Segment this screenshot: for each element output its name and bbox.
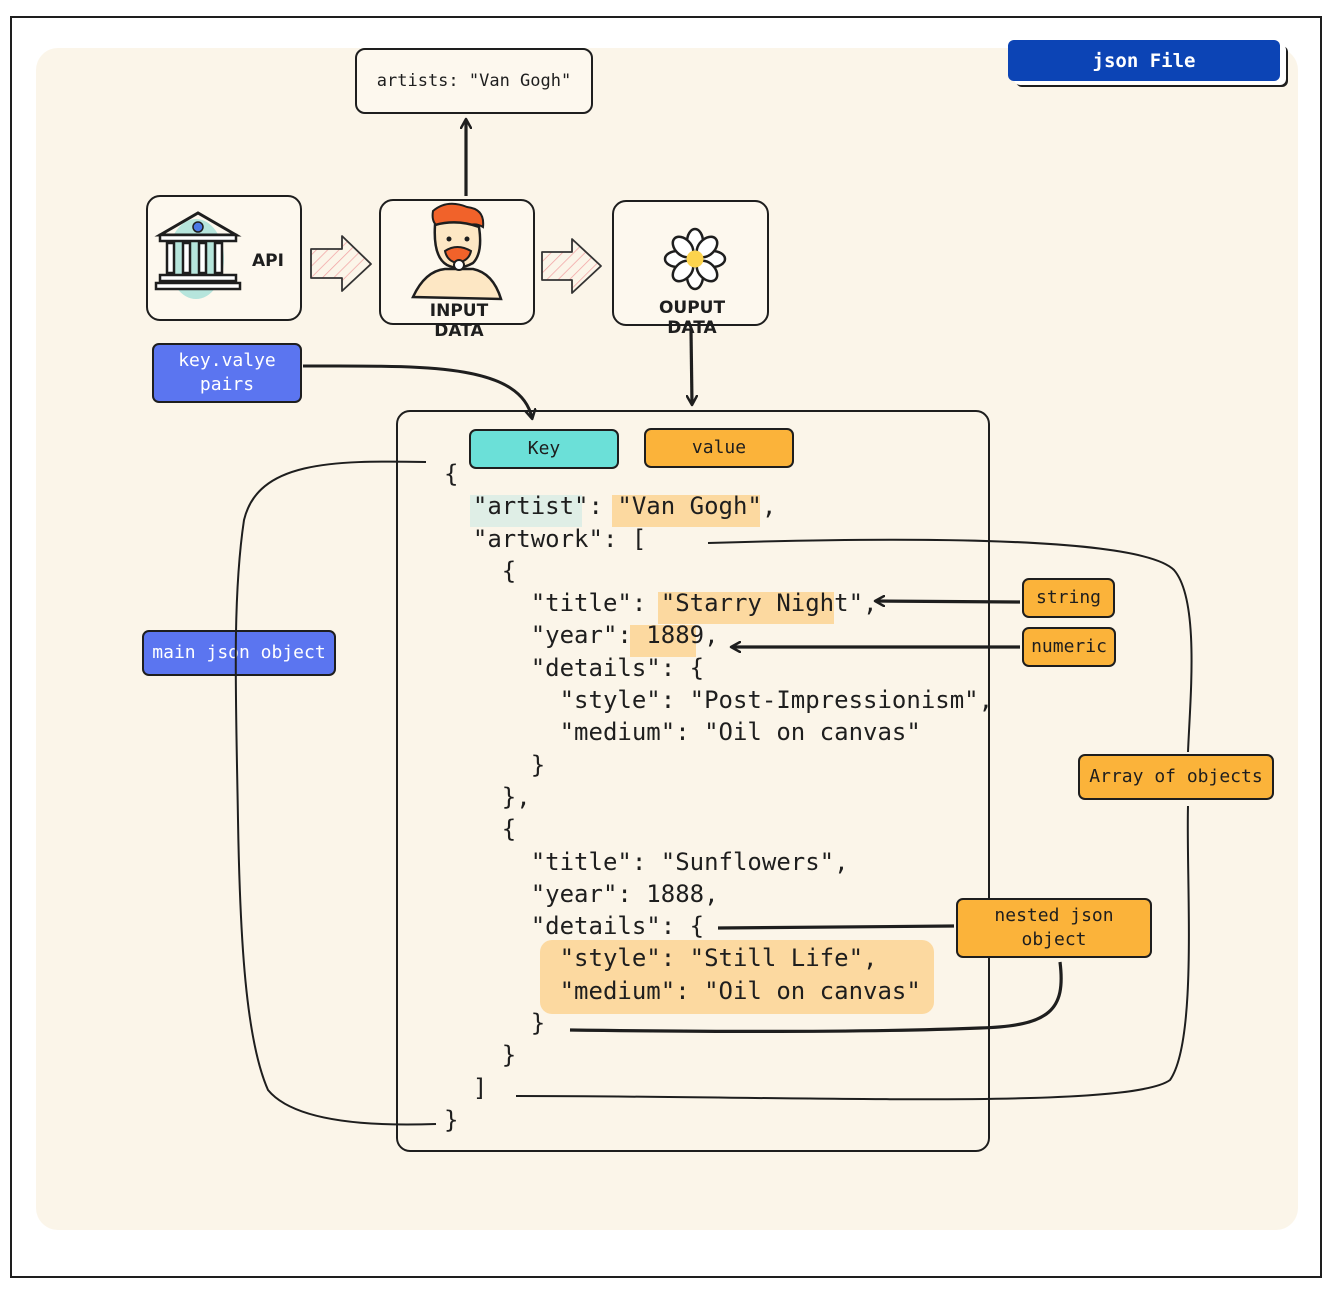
code-line: "year": 1889,: [444, 621, 719, 650]
code-line: "artwork": [: [444, 524, 647, 553]
json-file-badge-text: json File: [1092, 49, 1196, 72]
bank-icon: [154, 211, 242, 299]
code-line: "medium": "Oil on canvas": [444, 976, 921, 1005]
code-line: {: [444, 556, 517, 585]
code-line: }: [444, 750, 546, 779]
json-code-block: { "artist": "Van Gogh", "artwork": [ { "…: [444, 458, 993, 1136]
input-data-label: INPUT DATA: [429, 301, 489, 341]
array-of-objects-text: Array of objects: [1089, 766, 1263, 787]
string-label: string: [1022, 578, 1115, 618]
input-to-output-arrow: [541, 238, 602, 294]
nested-object-connector: [717, 924, 955, 930]
key-label-text: Key: [527, 438, 561, 459]
code-line: }: [444, 1105, 459, 1134]
numeric-highlight: [630, 625, 696, 657]
array-of-objects-label: Array of objects: [1078, 754, 1274, 800]
numeric-label: numeric: [1022, 627, 1116, 667]
main-object-bracket: [234, 460, 437, 1126]
value-highlight: [612, 495, 760, 527]
output-data-node: OUPUT DATA: [612, 200, 769, 338]
artists-output-text: artists: "Van Gogh": [376, 71, 572, 91]
code-line: "year": 1888,: [444, 879, 719, 908]
api-to-input-arrow: [310, 235, 372, 292]
string-label-text: string: [1035, 587, 1102, 608]
input-data-node: INPUT DATA: [379, 199, 535, 341]
api-label: API: [252, 251, 284, 271]
main-json-object-text: main json object: [152, 642, 326, 663]
json-code-panel: [396, 410, 990, 1152]
code-line: },: [444, 782, 531, 811]
code-line: }: [444, 1009, 546, 1038]
code-line: {: [444, 815, 517, 844]
flower-icon: [663, 227, 727, 291]
code-line: "artist": "Van Gogh",: [444, 492, 777, 521]
string-highlight: [658, 592, 834, 624]
code-line: "title": "Sunflowers",: [444, 847, 849, 876]
key-value-pairs-label: key.valye pairs: [152, 343, 302, 403]
json-file-badge: json File: [1008, 40, 1280, 81]
code-line: "medium": "Oil on canvas": [444, 718, 921, 747]
code-line: "style": "Still Life",: [444, 944, 878, 973]
nested-json-line2: object: [1021, 929, 1087, 950]
output-data-label: OUPUT DATA: [658, 298, 726, 338]
array-bracket: [515, 538, 1193, 1101]
key-label: Key: [469, 429, 619, 469]
key-highlight: [470, 495, 582, 527]
value-label-text: value: [691, 437, 747, 458]
value-label: value: [644, 428, 794, 468]
code-line: "details": {: [444, 653, 705, 682]
main-json-object-label: main json object: [142, 630, 336, 676]
code-line: "details": {: [444, 912, 705, 941]
code-line: "title": "Starry Night",: [444, 589, 878, 618]
numeric-label-text: numeric: [1031, 636, 1107, 657]
code-line: }: [444, 1041, 517, 1070]
nested-object-close-connector: [569, 961, 1063, 1033]
kv-pairs-connector: [302, 364, 532, 418]
code-line: {: [444, 460, 459, 488]
artists-output-box: artists: "Van Gogh": [355, 48, 593, 114]
string-arrow: [876, 601, 1021, 602]
api-node: API: [146, 195, 302, 321]
code-line: "style": "Post-Impressionism",: [444, 686, 994, 715]
key-value-pairs-line1: key.valye: [178, 350, 276, 371]
code-line: ]: [444, 1073, 488, 1102]
output-to-code-arrow: [691, 329, 692, 404]
nested-object-highlight: [540, 940, 934, 1014]
nested-json-object-label: nested json object: [956, 898, 1152, 958]
van-gogh-portrait-icon: [411, 202, 503, 301]
nested-json-line1: nested json: [994, 905, 1114, 926]
key-value-pairs-line2: pairs: [199, 374, 255, 395]
outer-frame: [10, 16, 1322, 1278]
